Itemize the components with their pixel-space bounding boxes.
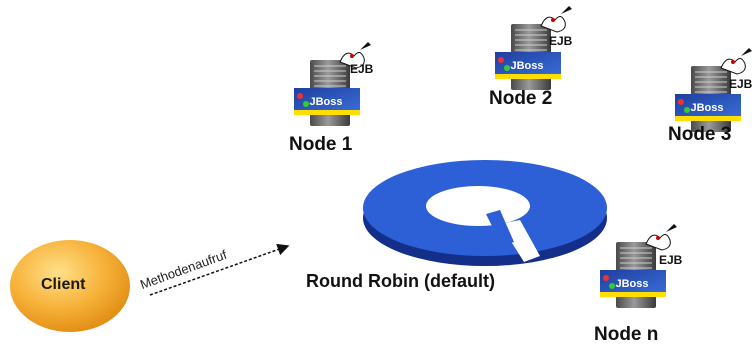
server-node-4: JBoss [600,224,677,308]
ejb-bean-icon [645,224,677,251]
round-robin-label: Round Robin (default) [306,271,495,291]
node-n-ejb-badge: EJB [659,253,683,267]
ejb-bean-icon [540,6,572,33]
node-1-label: Node 1 [289,134,353,155]
jboss-logo-icon [495,52,561,78]
jboss-logo-icon [294,88,360,114]
client-label: Client [41,276,86,293]
node-1-ejb-badge: EJB [350,62,374,76]
server-node-3: JBoss [675,48,752,132]
jboss-logo-text: JBoss [615,278,648,290]
jboss-logo-text: JBoss [510,60,543,72]
server-node-2: JBoss [495,6,572,90]
call-arrow [149,243,290,296]
ejb-bean-icon [720,48,752,75]
jboss-logo-icon [675,94,741,120]
node-2-label: Node 2 [489,88,553,109]
node-2-ejb-badge: EJB [549,34,573,48]
jboss-logo-text: JBoss [690,102,723,114]
round-robin-ring [363,160,607,266]
client-node [10,240,130,332]
ejb-bean-icon [339,42,371,69]
jboss-logo-icon [600,270,666,296]
server-node-1: JBoss [294,42,371,126]
node-n-label: Node n [594,324,659,345]
jboss-logo-text: JBoss [309,96,342,108]
node-3-ejb-badge: EJB [729,77,753,91]
node-3-label: Node 3 [668,124,732,145]
